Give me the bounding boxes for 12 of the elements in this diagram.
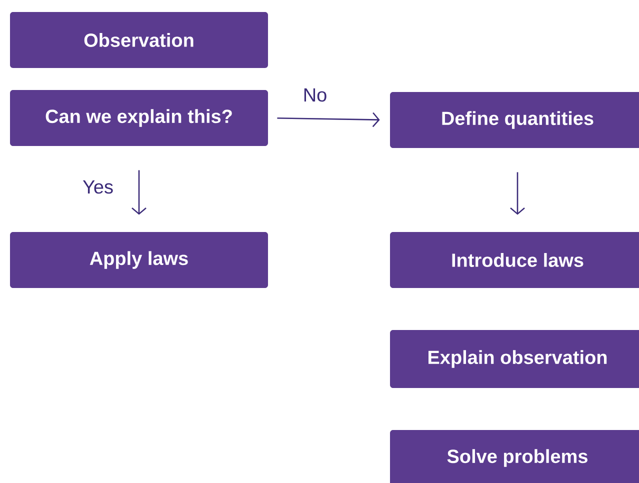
process-box: Introduce laws	[390, 232, 639, 288]
process-box: Observation	[10, 12, 268, 68]
process-box: Solve problems	[390, 430, 639, 483]
arrow	[132, 170, 146, 215]
process-box: Explain observation	[390, 330, 639, 388]
process-box: Define quantities	[390, 92, 639, 148]
process-box: Can we explain this?	[10, 90, 268, 146]
arrow	[510, 172, 525, 215]
edge-label: No	[302, 87, 328, 103]
arrow	[277, 112, 380, 128]
edge-label: Yes	[82, 179, 114, 195]
process-box: Apply laws	[10, 232, 268, 288]
